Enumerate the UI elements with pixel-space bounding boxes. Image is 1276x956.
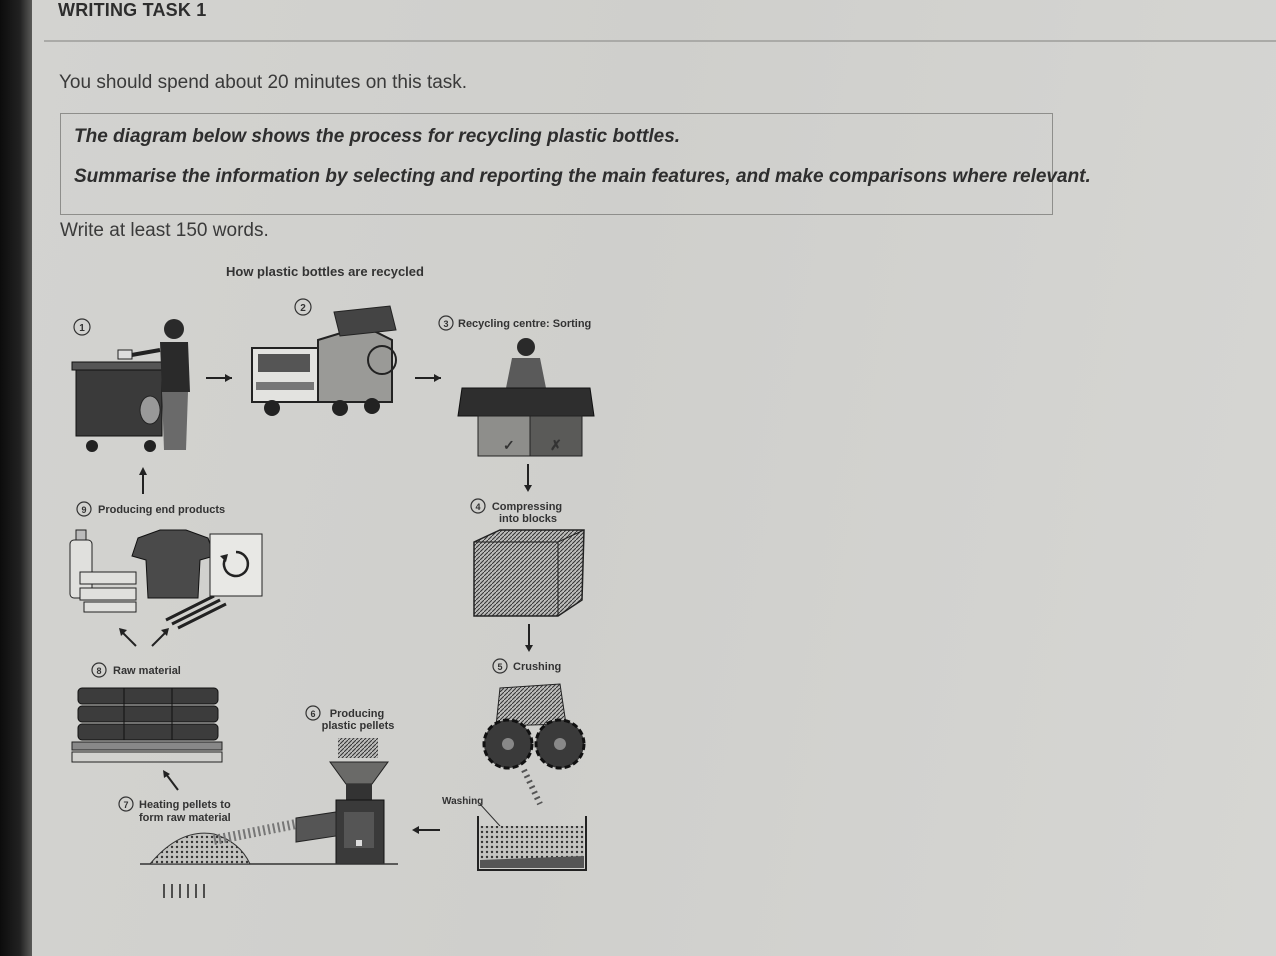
recycling-bin-illustration [71, 361, 167, 452]
stage-7-number: 7 [123, 800, 128, 810]
prompt-description: The diagram below shows the process for … [74, 126, 681, 147]
stage-4: 4 Compressing into blocks [470, 498, 585, 617]
sorting-station-illustration [457, 338, 595, 457]
arrow-icon [151, 631, 167, 647]
stage-8-label: Raw material [113, 665, 181, 677]
stage-9-label: Producing end products [98, 504, 225, 516]
stage-6-label-line2: plastic pellets [322, 720, 395, 732]
screen-area [32, 0, 1276, 956]
heat-icon [163, 884, 205, 898]
stage-9: 9 Producing end products [69, 501, 263, 630]
arrow-icon [225, 374, 232, 382]
monitor-bezel [0, 0, 32, 956]
stage-9-number: 9 [81, 505, 86, 515]
stage-3: 3 Recycling centre: Sorting ✓ ✗ [438, 315, 595, 457]
stage-3-number-circle [438, 315, 454, 331]
stage-6-number-circle [305, 705, 321, 721]
stage-2-number: 2 [300, 303, 306, 314]
sorting-reject-mark: ✗ [550, 437, 562, 453]
compressed-block-illustration [473, 529, 585, 617]
task-title: WRITING TASK 1 [58, 0, 207, 20]
stage-1-number: 1 [79, 323, 85, 334]
arrow-icon [165, 773, 179, 791]
task-prompt-box: The diagram below shows the process for … [60, 113, 1091, 215]
arrow-icon [525, 645, 533, 652]
recycle-icon [220, 550, 250, 578]
washing-label: Washing [442, 796, 483, 807]
stage-3-label: Recycling centre: Sorting [458, 318, 591, 330]
person-illustration [117, 319, 190, 450]
stage-6: 6 Producing plastic pellets [140, 705, 398, 865]
stage-5-number: 5 [497, 662, 502, 672]
stage-2: 2 [251, 298, 397, 416]
stage-8: 8 Raw material [71, 662, 223, 763]
stage-4-label-line2: into blocks [499, 513, 557, 525]
arrow-icon [163, 770, 170, 778]
stage-7-label-line1: Heating pellets to [139, 799, 231, 811]
stage-1: 1 [71, 318, 190, 452]
arrow-icon [412, 826, 419, 834]
arrow-icon [139, 467, 147, 475]
header-divider [44, 40, 1276, 42]
stage-4-number-circle [470, 498, 486, 514]
stage-7-number-circle [118, 796, 134, 812]
stage-6-label-line1: Producing [330, 708, 384, 720]
word-count-requirement: Write at least 150 words. [60, 220, 269, 241]
stage-6-number: 6 [310, 709, 315, 719]
raw-material-sacks-illustration [71, 687, 223, 763]
time-instruction: You should spend about 20 minutes on thi… [59, 72, 468, 93]
collection-truck-illustration [251, 305, 397, 416]
stage-7: 7 Heating pellets to form raw material [118, 796, 297, 898]
sorting-accept-mark: ✓ [503, 437, 515, 453]
stage-4-label-line1: Compressing [492, 501, 562, 513]
crusher-illustration [482, 683, 586, 806]
stage-3-number: 3 [443, 319, 448, 329]
stage-5: 5 Crushing [482, 658, 586, 806]
pellet-machine-illustration [140, 738, 398, 865]
prompt-summary-instruction: Summarise the information by selecting a… [74, 166, 1091, 187]
stage-5-number-circle [492, 658, 508, 674]
stage-8-number: 8 [96, 666, 101, 676]
pellet-heap-illustration [148, 819, 297, 865]
arrow-icon [161, 628, 169, 636]
washing-tank-illustration [477, 816, 587, 871]
stage-1-number-circle [73, 318, 91, 336]
arrow-icon [524, 485, 532, 492]
washing-stage: Washing [442, 796, 587, 871]
arrow-icon [119, 628, 127, 636]
end-products-illustration [69, 529, 263, 630]
diagram-title: How plastic bottles are recycled [226, 264, 424, 279]
stage-5-label: Crushing [513, 661, 561, 673]
arrow-icon [434, 374, 441, 382]
stage-8-number-circle [91, 662, 107, 678]
stage-9-number-circle [76, 501, 92, 517]
stage-4-number: 4 [475, 502, 480, 512]
arrow-icon [121, 631, 137, 647]
stage-2-number-circle [294, 298, 312, 316]
stage-7-label-line2: form raw material [139, 812, 231, 824]
